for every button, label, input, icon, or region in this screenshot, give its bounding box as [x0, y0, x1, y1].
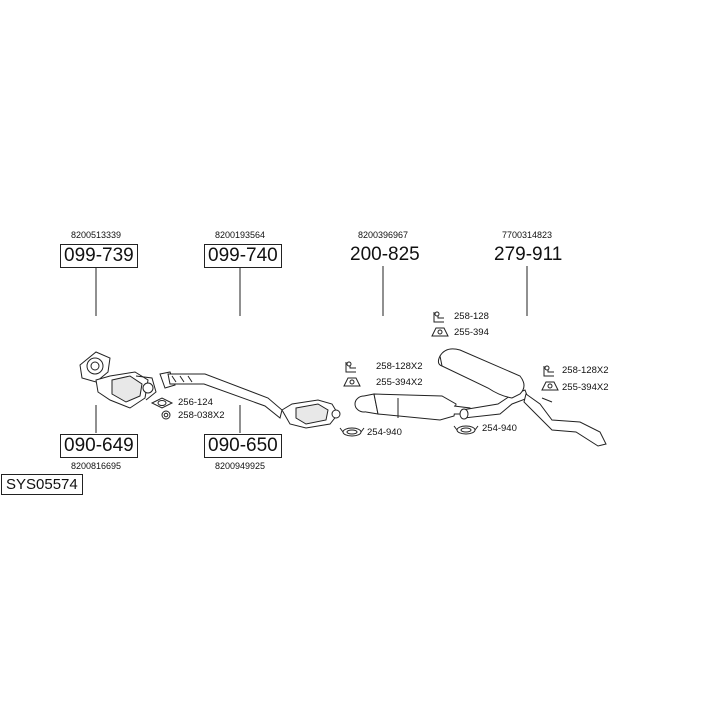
oem-number: 8200816695 — [70, 461, 122, 471]
rear-silencer — [437, 348, 607, 447]
gasket-icon — [150, 397, 174, 409]
hanger-icon — [433, 311, 444, 323]
oem-number: 8200949925 — [214, 461, 266, 471]
oem-number: 8200193564 — [214, 230, 266, 240]
fitting-label: 258-038X2 — [178, 410, 225, 421]
clamp-icon — [453, 425, 479, 435]
rubber-mount-icon — [541, 381, 559, 391]
fitting-label: 258-128X2 — [562, 365, 609, 376]
fitting-icons — [150, 311, 559, 437]
oem-number: 8200396967 — [357, 230, 409, 240]
part-number[interactable]: 279-911 — [494, 244, 563, 265]
part-number[interactable]: 200-825 — [350, 244, 420, 265]
part-number[interactable]: 090-649 — [60, 434, 138, 458]
centre-silencer — [354, 393, 471, 421]
hanger-icon — [345, 361, 356, 373]
fitting-label: 255-394X2 — [562, 382, 609, 393]
oem-number: 8200513339 — [70, 230, 122, 240]
fitting-label: 254-940 — [482, 423, 517, 434]
fitting-label: 255-394X2 — [376, 377, 423, 388]
part-number[interactable]: 099-740 — [204, 244, 282, 268]
rubber-mount-icon — [343, 377, 361, 387]
fitting-label: 254-940 — [367, 427, 402, 438]
manifold-catalyst — [79, 351, 157, 409]
hanger-icon — [543, 365, 554, 377]
fitting-label: 255-394 — [454, 327, 489, 338]
fitting-label: 256-124 — [178, 397, 213, 408]
part-number[interactable]: 090-650 — [204, 434, 282, 458]
rubber-mount-icon — [431, 327, 449, 337]
part-number[interactable]: 099-739 — [60, 244, 138, 268]
catalytic-converter — [281, 399, 341, 429]
clamp-icon — [339, 427, 365, 437]
front-pipe — [159, 371, 283, 419]
nut-icon — [161, 410, 171, 420]
fitting-label: 258-128X2 — [376, 361, 423, 372]
diagram-id: SYS05574 — [1, 474, 83, 495]
oem-number: 7700314823 — [501, 230, 553, 240]
fitting-label: 258-128 — [454, 311, 489, 322]
